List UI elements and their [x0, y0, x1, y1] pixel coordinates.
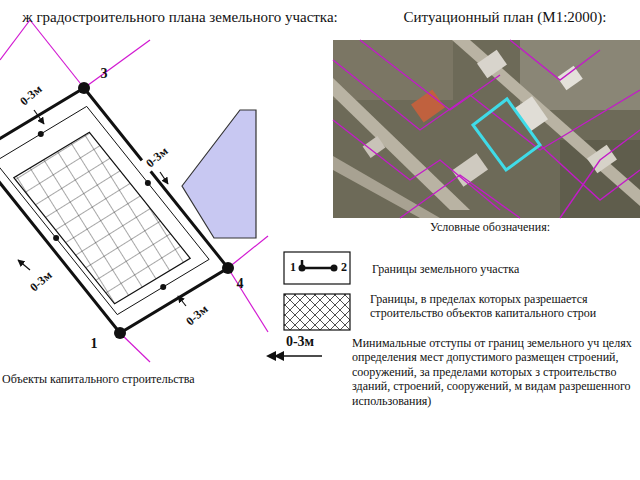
setback-line — [0, 106, 209, 314]
point-number: 3 — [96, 66, 112, 83]
legend-samples — [266, 252, 350, 361]
drawing-line — [160, 172, 168, 184]
legend-entry: Границы земельного участка — [372, 262, 634, 276]
legend-entry: Минимальные отступы от границ земельного… — [352, 336, 636, 408]
drawing-polyline — [540, 145, 640, 200]
heading: Ситуационный план (М1:2000): — [372, 8, 638, 26]
drawing-polyline — [560, 130, 640, 218]
setback-arrows — [18, 110, 186, 306]
drawing-rect — [411, 90, 445, 123]
point-number-box: 1 — [86, 336, 102, 353]
heading: ж градостроительного плана земельного уч… — [20, 8, 340, 26]
drawing-line — [302, 267, 334, 270]
drawing-circle — [38, 131, 44, 137]
neighbour-lines — [0, 20, 268, 362]
legend-text: Границы, в пределах которых разрешается … — [370, 292, 636, 321]
caption-label-box: Объекты капитального строительства — [2, 372, 262, 386]
setback-label: 0-3м — [13, 79, 48, 112]
drawing-polygon — [452, 40, 640, 206]
legend-text: Границы земельного участка — [372, 262, 634, 276]
drawing-rect — [333, 40, 453, 100]
drawing-circle — [114, 327, 126, 339]
drawing-line — [18, 260, 30, 270]
drawing-circle — [331, 265, 338, 272]
drawing-g — [333, 40, 640, 218]
drawing-line — [228, 236, 268, 268]
drawing-circle — [145, 180, 151, 186]
setback-label: 0-3м — [139, 141, 174, 174]
drawing-rect — [477, 50, 507, 79]
setback-label-box: 0-3м — [280, 334, 320, 351]
drawing-line — [228, 268, 268, 332]
drawing-polygon — [333, 156, 440, 218]
setback-label-box: 0-3м — [139, 141, 174, 174]
point-number: 1 — [86, 336, 102, 353]
heading-box: Ситуационный план (М1:2000): — [372, 8, 638, 26]
legend-point-number-box: 1 — [287, 260, 299, 274]
drawing-line — [120, 333, 150, 362]
drawing-rect — [557, 66, 583, 91]
legend-heading: Условные обозначения: — [380, 220, 600, 234]
drawing-rect — [284, 294, 350, 330]
legend-point-number-box: 2 — [338, 260, 350, 274]
setback-label: 0-3м — [23, 265, 58, 298]
legend-text: Минимальные отступы от границ земельного… — [352, 336, 636, 408]
drawing-line — [301, 260, 304, 268]
aerial-photo — [333, 40, 640, 218]
setback-label-box: 0-3м — [13, 79, 48, 112]
parcel-boundary — [0, 88, 228, 333]
drawing-line — [0, 20, 30, 60]
parcel-outline — [473, 99, 540, 170]
drawing-polyline — [333, 120, 500, 210]
drawing-polyline — [333, 60, 640, 150]
drawing-circle — [78, 82, 90, 94]
drawing-circle — [53, 235, 59, 241]
drawing-line — [84, 40, 150, 88]
drawing-circle — [222, 262, 234, 274]
heading-box: ж градостроительного плана земельного уч… — [20, 8, 340, 26]
legend-point-number: 1 — [287, 260, 299, 274]
drawing-polyline — [400, 175, 520, 218]
drawing-polyline — [360, 40, 500, 110]
legend-heading-box: Условные обозначения: — [380, 220, 600, 234]
drawing-polygon — [333, 78, 470, 210]
point-number: 4 — [232, 276, 248, 293]
neighbour-building — [182, 110, 256, 238]
drawing-rect — [333, 40, 640, 218]
drawing-line — [34, 110, 44, 124]
drawing-rect — [363, 136, 386, 158]
drawing-rect — [520, 40, 640, 110]
setback-label-box: 0-3м — [23, 265, 58, 298]
legend-entry: Границы, в пределах которых разрешается … — [370, 292, 636, 321]
drawing-rect — [284, 252, 350, 284]
point-number-box: 3 — [96, 66, 112, 83]
drawing-polyline — [510, 40, 600, 80]
drawing-line — [178, 296, 186, 306]
drawing-circle — [160, 284, 166, 290]
legend-point-number: 2 — [338, 260, 350, 274]
caption-label: Объекты капитального строительства — [2, 372, 262, 386]
drawing-line — [30, 20, 84, 88]
point-number-box: 4 — [232, 276, 248, 293]
drawing-path — [266, 351, 284, 361]
corner-points — [78, 82, 234, 339]
setback-label: 0-3м — [280, 334, 320, 351]
